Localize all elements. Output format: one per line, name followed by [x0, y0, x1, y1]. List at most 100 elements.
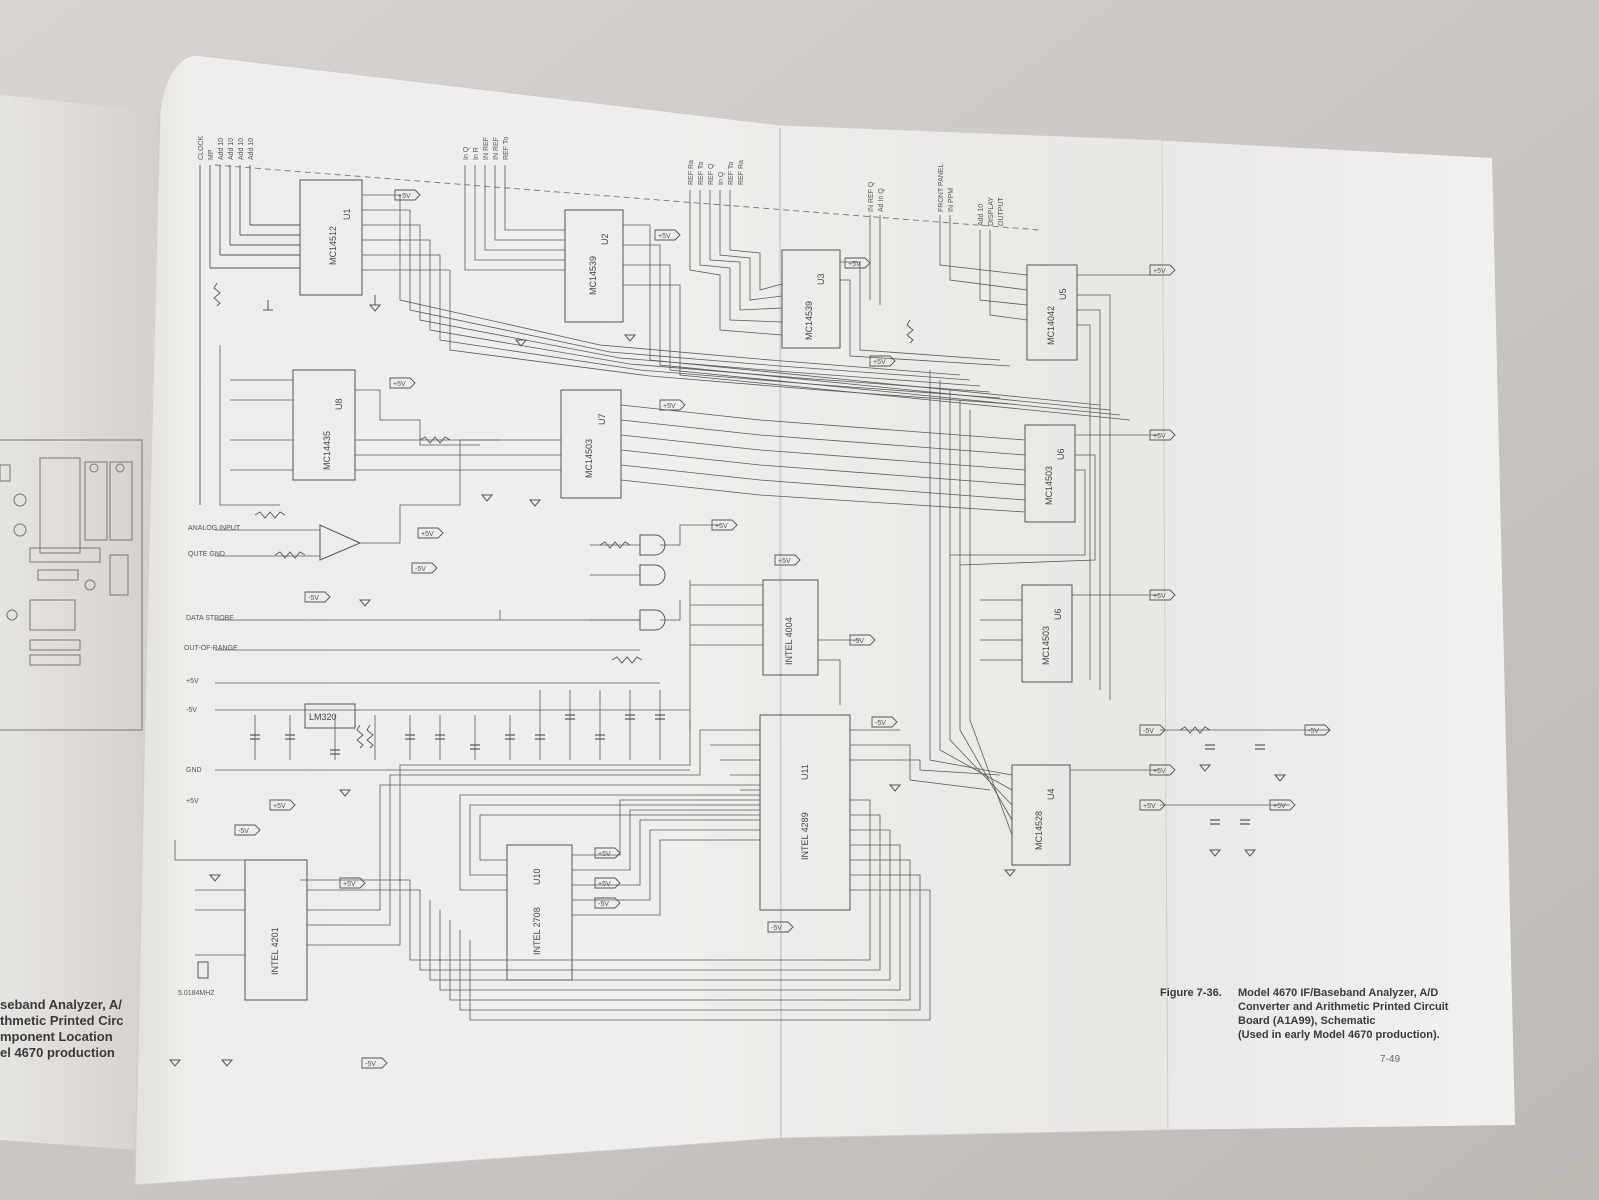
chip-u11-ref: U11 — [800, 764, 810, 780]
chip-u6-part: MC14503 — [1044, 466, 1054, 505]
rail-tag-label: -5V — [853, 638, 864, 645]
rail-tag-label: +5V — [273, 803, 286, 810]
left-caption-line-3: mponent Location — [0, 1029, 113, 1044]
caption-line-2: Converter and Arithmetic Printed Circuit — [1238, 1001, 1449, 1013]
chip-u11-part: INTEL 4289 — [800, 812, 810, 860]
chip-u5-ref: U5 — [1058, 288, 1068, 300]
left-caption-line-4: el 4670 production — [0, 1045, 115, 1060]
chip-u7: MC14503 U6 — [1021, 584, 1073, 683]
chip-u12-part: INTEL 4201 — [270, 927, 280, 975]
signal-label: REF Ra — [688, 160, 695, 185]
signal-label: REF To — [728, 162, 735, 185]
signal-label: FRONT PANEL — [938, 164, 945, 212]
signal-label: MP — [208, 149, 215, 160]
chip-u12: INTEL 4201 — [244, 859, 308, 1001]
caption-line-1: Model 4670 IF/Baseband Analyzer, A/D — [1238, 987, 1438, 999]
input-label: ANALOG INPUT — [188, 525, 241, 532]
chip-u10-ref: U10 — [532, 868, 542, 885]
input-label: DATA STROBE — [186, 615, 234, 622]
wiring — [174, 165, 1330, 1021]
page-fold — [779, 127, 782, 1139]
rail-tag-label: +5V — [873, 359, 886, 366]
ground-symbols — [168, 295, 1287, 1067]
rail-tags: +5V +5V +5V +5V +5V +5V +5V +5V — [234, 189, 1331, 1069]
rail-tag: +5V — [844, 257, 871, 269]
op-amp — [319, 524, 362, 561]
signal-label: REF Q — [708, 163, 715, 185]
rail-tag: +5V — [269, 799, 296, 811]
chip-u1: MC14512 U1 — [299, 179, 363, 296]
chip-u6: MC14503 U6 — [1024, 424, 1076, 523]
chip-u10-part: INTEL 2708 — [532, 907, 542, 955]
rail-tag-label: +5V — [343, 881, 356, 888]
rail-tag-label: +5V — [1153, 268, 1166, 275]
chip-u8: MC14503 U7 — [560, 389, 622, 499]
chip-u2-part: MC14539 — [588, 256, 598, 295]
rail-tag: +5V — [394, 189, 421, 201]
chip-u13-part: INTEL 4004 — [784, 617, 794, 665]
signal-label: In Q — [463, 146, 470, 160]
rail-tag-label: -5V — [415, 566, 426, 573]
rail-tag: +5V — [339, 877, 366, 889]
rail-tag: +5V — [774, 554, 801, 566]
rail-tag: -5V — [871, 716, 898, 728]
rail-tag-label: -5V — [238, 828, 249, 835]
rail-tag: +5V — [594, 877, 621, 889]
rail-tag-label: -5V — [598, 901, 609, 908]
chip-u2: MC14539 U2 — [564, 209, 624, 323]
left-caption-line-1: seband Analyzer, A/ — [0, 997, 122, 1012]
rail-tag: +5V — [654, 229, 681, 241]
resistors — [213, 282, 1211, 749]
schematic-diagram — [199, 164, 1041, 505]
chip-u11: INTEL 4289 U11 — [759, 714, 851, 911]
figure-number: Figure 7-36. — [1160, 987, 1222, 999]
rail-tag: -5V — [234, 824, 261, 836]
input-label: -5V — [186, 707, 197, 714]
signal-label: Add 10 — [228, 138, 235, 160]
rail-tag-label: +5V — [1153, 433, 1166, 440]
rail-tag: +5V — [711, 519, 738, 531]
input-label: +5V — [186, 798, 199, 805]
rail-tag-label: +5V — [715, 523, 728, 530]
signal-label: DISPLAY — [988, 197, 995, 226]
signal-label: OUTPUT — [998, 197, 1005, 227]
signal-label: CLOCK — [198, 136, 205, 160]
rail-tag: -5V — [594, 897, 621, 909]
signal-label: Add 10 — [238, 138, 245, 160]
rail-tag: -5V — [411, 562, 438, 574]
figure-caption: Figure 7-36. Model 4670 IF/Baseband Anal… — [1160, 987, 1449, 1065]
right-foldout-page — [1150, 140, 1515, 1130]
signal-label: Add 10 — [978, 204, 985, 226]
chip-u8-part: MC14503 — [584, 439, 594, 478]
chip-u16: LM320 — [304, 703, 356, 729]
rail-tag-label: -5V — [308, 595, 319, 602]
logic-gates — [639, 534, 666, 631]
rail-tag-label: +5V — [398, 193, 411, 200]
capacitors — [250, 714, 1265, 825]
rail-tag: +5V — [1149, 264, 1176, 276]
chip-u4: MC14528 U4 — [1011, 764, 1071, 866]
rail-tag: +5V — [1149, 589, 1176, 601]
input-label: GND — [186, 767, 202, 774]
signal-label: REF To — [698, 162, 705, 185]
chip-u6-ref: U6 — [1056, 448, 1066, 460]
input-label: OUT-OF-RANGE — [184, 645, 238, 652]
rail-tag: +5V — [1269, 799, 1296, 811]
signal-label: IN PPM — [948, 188, 955, 212]
signal-label: IN REF — [483, 137, 490, 160]
rail-tag: +5V — [869, 355, 896, 367]
caption-line-3: Board (A1A99), Schematic — [1238, 1015, 1376, 1027]
rail-tag: +5V — [594, 847, 621, 859]
chip-u5-part: MC14042 — [1046, 306, 1056, 345]
input-label: QUTE GND — [188, 551, 225, 558]
chip-u9-part: MC14435 — [322, 431, 332, 470]
crystal-label: 5.0184MHZ — [178, 990, 215, 997]
rail-tag: +5V — [417, 527, 444, 539]
left-page: seband Analyzer, A/ thmetic Printed Circ… — [0, 95, 160, 1150]
signal-label: REF Ra — [738, 160, 745, 185]
rail-tag-label: +5V — [658, 233, 671, 240]
rail-tag: +5V — [1139, 799, 1166, 811]
chip-u9-ref: U8 — [334, 398, 344, 410]
chip-u2-ref: U2 — [600, 233, 610, 245]
